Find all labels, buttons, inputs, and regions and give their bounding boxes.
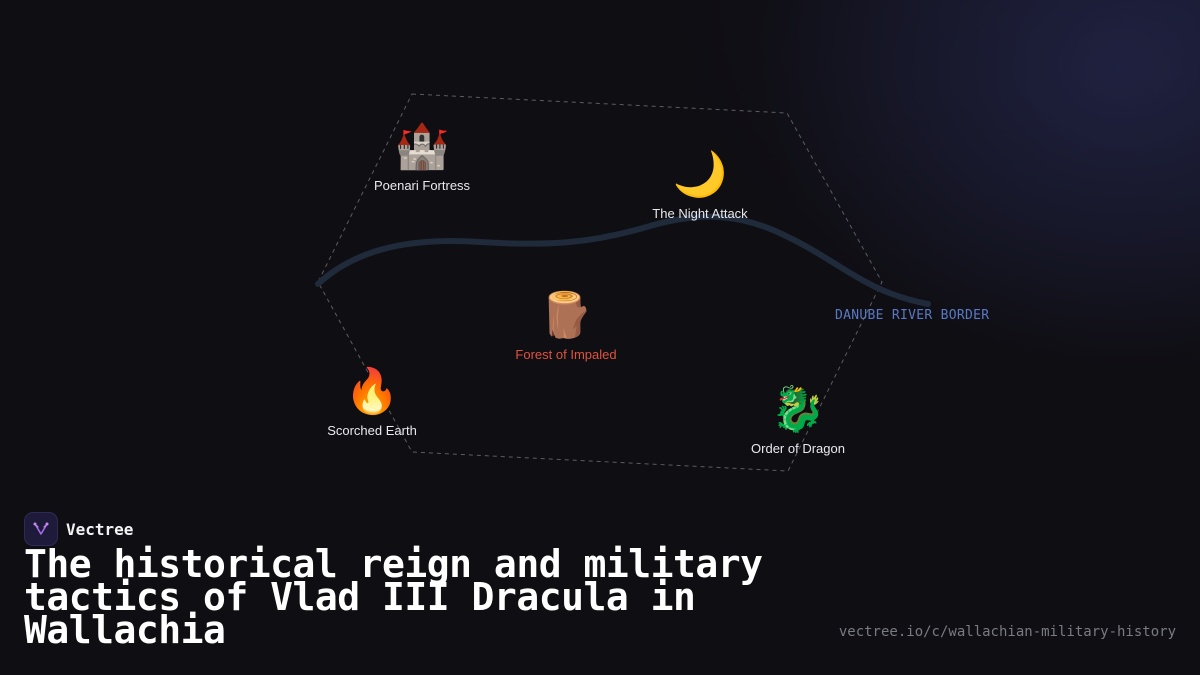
crescent-moon-icon: 🌙 <box>672 150 728 199</box>
vectree-logo-icon <box>24 512 58 546</box>
fire-icon: 🔥 <box>344 367 400 416</box>
node-label: Scorched Earth <box>327 423 417 438</box>
node-poenari-fortress[interactable]: 🏰 Poenari Fortress <box>374 122 470 193</box>
page-url[interactable]: vectree.io/c/wallachian-military-history <box>838 624 1176 640</box>
wood-log-icon: 🪵 <box>538 291 594 340</box>
node-scorched-earth[interactable]: 🔥 Scorched Earth <box>327 367 417 438</box>
node-night-attack[interactable]: 🌙 The Night Attack <box>652 150 747 221</box>
castle-icon: 🏰 <box>394 122 450 171</box>
river-label: DANUBE RIVER BORDER <box>835 308 990 323</box>
page-title: The historical reign and military tactic… <box>24 542 763 652</box>
node-label: Forest of Impaled <box>515 347 617 362</box>
node-label: Poenari Fortress <box>373 178 471 193</box>
brand: Vectree <box>24 512 133 546</box>
brand-name: Vectree <box>66 519 134 539</box>
node-label: Order of Dragon <box>751 441 845 456</box>
node-forest-of-impaled[interactable]: 🪵 Forest of Impaled <box>515 291 616 362</box>
node-label: The Night Attack <box>652 206 748 221</box>
dragon-icon: 🐉 <box>770 385 826 434</box>
node-order-of-dragon[interactable]: 🐉 Order of Dragon <box>751 385 845 456</box>
danube-river <box>315 213 931 307</box>
